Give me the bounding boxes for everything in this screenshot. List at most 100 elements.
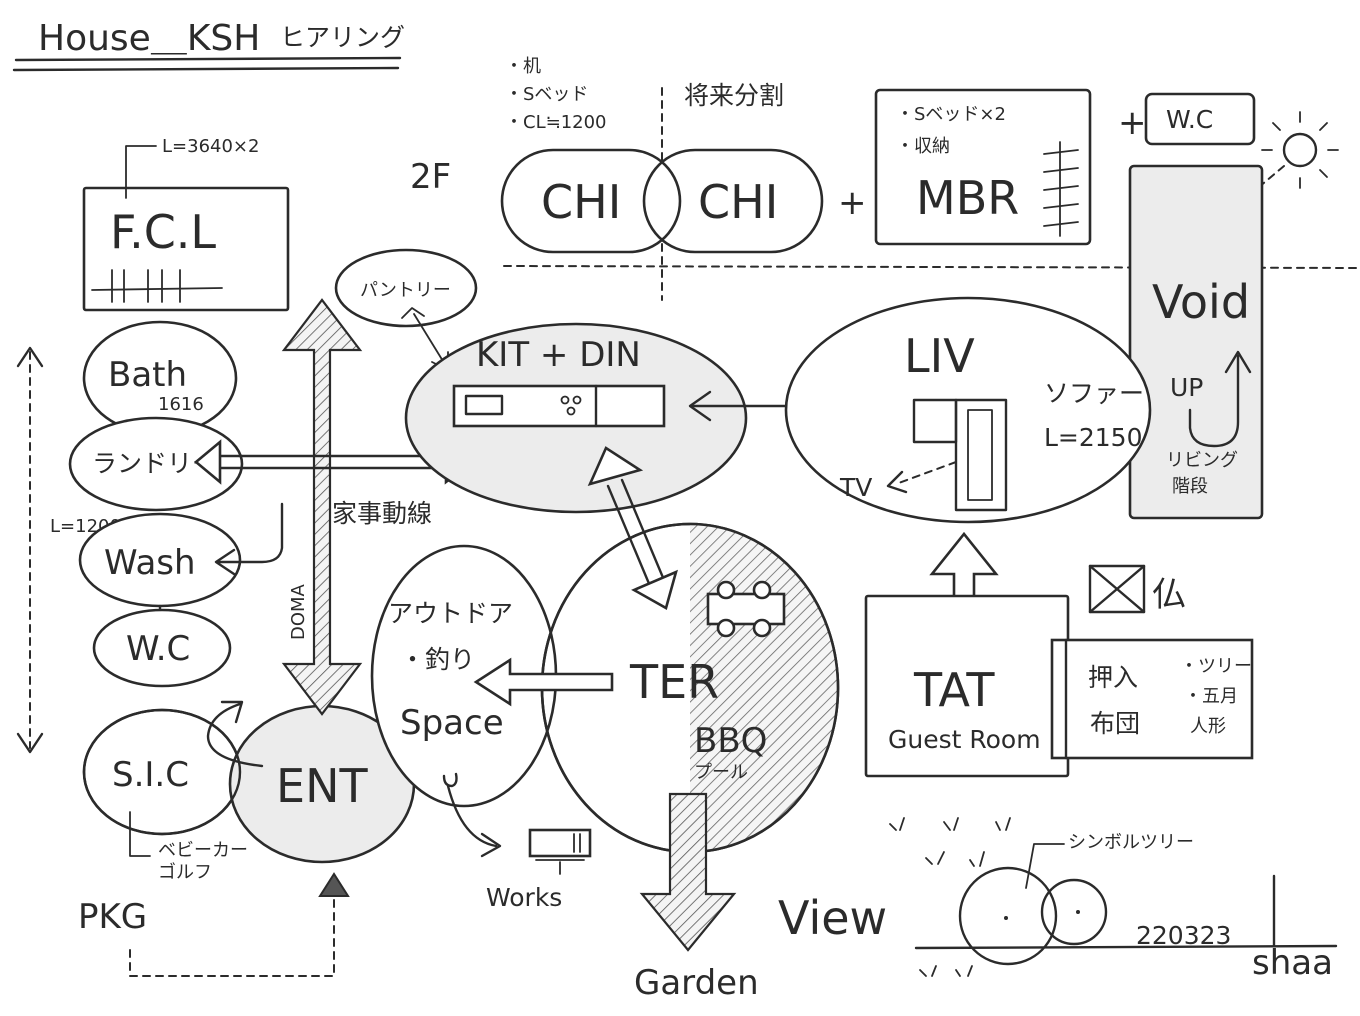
sofa-dim: L=2150 bbox=[1044, 423, 1143, 452]
fcl-label: F.C.L bbox=[110, 205, 216, 259]
storage-note-1: ・ツリー bbox=[1180, 656, 1252, 677]
symbol-tree-leader bbox=[1025, 843, 1065, 889]
title: House＿KSH bbox=[38, 18, 260, 59]
plus-sign-2: + bbox=[1118, 103, 1147, 143]
void-box bbox=[1128, 164, 1264, 520]
left-vertical-dashed-arrow bbox=[16, 346, 44, 754]
chi-note-2: ・Sベッド bbox=[505, 84, 588, 105]
sofa-label: ソファー bbox=[1044, 379, 1144, 408]
fcl-zone: L=3640×2 F.C.L bbox=[82, 136, 290, 312]
wc-1f-room bbox=[92, 608, 232, 688]
void-note-2: 階段 bbox=[1172, 476, 1208, 497]
butsudan-icon bbox=[1088, 564, 1146, 614]
chore-line-label: 家事動線 bbox=[332, 499, 432, 528]
kitchen-terrace-arrow bbox=[587, 446, 678, 610]
symbol-tree-trunk-dot-2 bbox=[1076, 910, 1080, 914]
symbol-tree-canopy-small bbox=[1040, 878, 1108, 946]
kitchen-counter-icon bbox=[452, 384, 666, 428]
view-label: View bbox=[778, 891, 887, 945]
void-label: Void bbox=[1152, 275, 1250, 329]
ground-line bbox=[914, 944, 1338, 950]
ent-to-sic-arrow bbox=[206, 700, 264, 768]
tv-label: TV bbox=[839, 473, 872, 502]
pkg-label: PKG bbox=[78, 897, 147, 937]
ent-label: ENT bbox=[276, 759, 368, 813]
sic-label: S.I.C bbox=[112, 755, 189, 795]
symbol-tree-trunk-dot bbox=[1004, 916, 1008, 920]
outdoor-line-3: Space bbox=[400, 703, 504, 743]
bbq-table-icon bbox=[706, 580, 786, 638]
closet-hatch-icon bbox=[1043, 141, 1079, 237]
outdoor-line-2: ・釣り bbox=[400, 645, 475, 674]
ter-pool-label: プール bbox=[694, 762, 748, 783]
tv-sightline bbox=[895, 461, 957, 485]
fcl-dim-leader bbox=[125, 145, 157, 199]
chi-right-room bbox=[642, 148, 824, 254]
bath-label: Bath bbox=[108, 355, 187, 395]
signature: shaa bbox=[1252, 943, 1333, 983]
mbr-label: MBR bbox=[916, 171, 1019, 225]
grass-tufts-icon bbox=[889, 817, 1011, 977]
symbol-tree-label: シンボルツリー bbox=[1068, 832, 1194, 853]
header: House＿KSH ヒアリング bbox=[12, 18, 405, 72]
garden-label: Garden bbox=[634, 963, 759, 1003]
plus-sign-1: + bbox=[838, 183, 867, 223]
terrace-to-outdoor-arrow bbox=[473, 657, 614, 707]
storage-line-2: 布団 bbox=[1090, 709, 1140, 738]
outdoor-to-works-arrow bbox=[442, 772, 502, 858]
future-split-label: 将来分割 bbox=[684, 81, 784, 110]
liv-label: LIV bbox=[904, 329, 975, 383]
bath-size: 1616 bbox=[158, 394, 204, 415]
title-underline-2 bbox=[12, 66, 400, 72]
wc-2f-box bbox=[1144, 92, 1256, 146]
void-note-1: リビング bbox=[1166, 450, 1238, 471]
chi-left-room bbox=[500, 148, 682, 254]
storage-note-3: 人形 bbox=[1190, 716, 1226, 737]
symbol-tree-canopy-large bbox=[958, 866, 1058, 966]
storage-line-1: 押入 bbox=[1088, 663, 1138, 692]
chi-note-1: ・机 bbox=[505, 56, 541, 77]
title-underline-1 bbox=[14, 56, 402, 62]
sic-note-1: ベビーカー bbox=[158, 840, 248, 861]
fcl-dim-label: L=3640×2 bbox=[162, 136, 259, 157]
floor-2-zone: 2F ・机 ・Sベッド ・CL≒1200 将来分割 CHI CHI + ・Sベッ… bbox=[410, 56, 1360, 301]
doma-arrow bbox=[281, 298, 363, 716]
sic-outline-overlay bbox=[82, 708, 242, 836]
butsudan-label: 仏 bbox=[1152, 575, 1186, 615]
floor-separator-line bbox=[503, 265, 1360, 269]
tat-label: TAT bbox=[913, 663, 995, 717]
wash-to-laundry-arrow bbox=[214, 502, 284, 576]
pantry-label: パントリー bbox=[360, 280, 451, 301]
storage-note-2: ・五月 bbox=[1184, 686, 1238, 707]
chi-left-label: CHI bbox=[541, 175, 621, 229]
pkg-to-ent-dashed-route bbox=[129, 872, 350, 977]
works-bench-icon bbox=[528, 828, 592, 875]
doma-label: DOMA bbox=[288, 583, 309, 640]
wc-1f-label: W.C bbox=[126, 629, 190, 669]
fcl-box bbox=[82, 186, 290, 312]
void-up-label: UP bbox=[1170, 373, 1203, 402]
tat-sub-label: Guest Room bbox=[888, 725, 1041, 754]
stair-up-arrow bbox=[1188, 350, 1252, 448]
outdoor-line-1: アウトドア bbox=[388, 599, 513, 628]
wash-label: Wash bbox=[104, 543, 196, 583]
sic-note-leader bbox=[129, 811, 151, 857]
laundry-room bbox=[68, 416, 244, 512]
ter-bbq-label: BBQ bbox=[694, 721, 767, 761]
tv-sightline-arrowhead bbox=[886, 470, 908, 494]
sofa-icon bbox=[912, 398, 1008, 512]
terrace-to-garden-arrow bbox=[639, 792, 737, 952]
subtitle: ヒアリング bbox=[280, 23, 405, 52]
void-zone: Void UP リビング 階段 bbox=[1128, 164, 1264, 520]
sun-icon bbox=[1261, 111, 1339, 189]
ter-label: TER bbox=[629, 655, 719, 709]
sic-note-2: ゴルフ bbox=[158, 862, 212, 883]
pantry-room bbox=[334, 248, 478, 328]
mbr-note-1: ・Sベッド×2 bbox=[896, 104, 1006, 125]
storage-closet bbox=[1050, 638, 1254, 760]
wc-2f-label: W.C bbox=[1166, 105, 1213, 134]
chi-right-label: CHI bbox=[698, 175, 778, 229]
floor-2-label: 2F bbox=[410, 157, 451, 197]
mbr-note-2: ・収納 bbox=[896, 136, 950, 157]
